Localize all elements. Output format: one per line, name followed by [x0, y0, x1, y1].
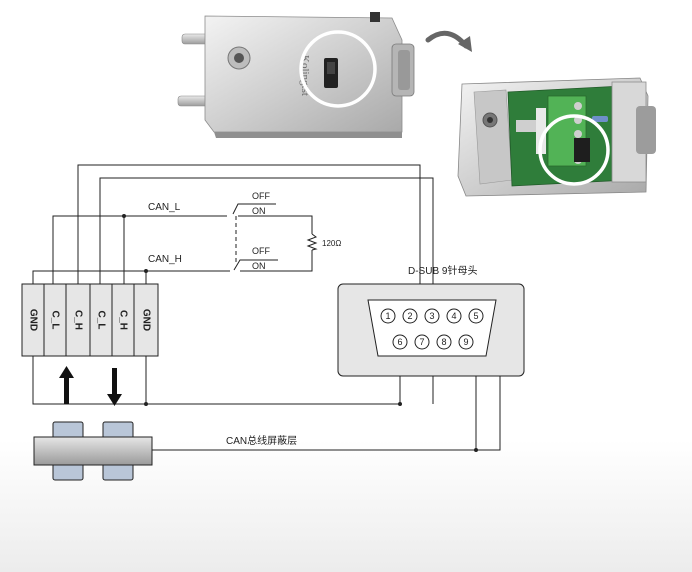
shield-clamp [33, 421, 153, 481]
switch-off-label-top: OFF [252, 191, 270, 201]
terminal-block: GND C_L C_H C_L C_H GND [21, 283, 159, 357]
switch-off-label-bottom: OFF [252, 246, 270, 256]
junction-dots [122, 214, 478, 452]
switch-highlight-circle [299, 30, 377, 108]
can-l-label: CAN_L [148, 202, 181, 213]
resistor-symbol [306, 233, 318, 251]
terminal-label-4: C_L [96, 311, 107, 330]
terminal-label-5: C_H [118, 310, 129, 330]
bus-in-arrow-icon [59, 366, 74, 404]
dsub-connector: D-SUB 9针母头 1 2 3 4 5 6 7 8 9 [337, 264, 525, 377]
dsub-pin-9: 9 [463, 337, 468, 347]
dsub-pin-4: 4 [451, 311, 456, 321]
terminal-label-3: C_H [73, 310, 84, 330]
terminal-label-2: C_L [50, 311, 61, 330]
dsub-pin-2: 2 [407, 311, 412, 321]
terminal-label-1: GND [28, 309, 39, 331]
pcb-switch-highlight-circle [538, 114, 610, 186]
switch-on-label-bottom: ON [252, 261, 266, 271]
connector-photo-closed: Kolingtst [177, 12, 415, 138]
curved-arrow-head-icon [458, 36, 472, 52]
dsub-title: D-SUB 9针母头 [408, 264, 477, 277]
dsub-pin-8: 8 [441, 337, 446, 347]
connector-photo-open [457, 77, 656, 197]
dsub-pin-7: 7 [419, 337, 424, 347]
can-h-label: CAN_H [148, 254, 182, 265]
dsub-pin-6: 6 [397, 337, 402, 347]
bus-out-arrow-icon [107, 368, 122, 406]
resistor-label: 120Ω [322, 239, 341, 248]
switch-on-label-top: ON [252, 206, 266, 216]
dsub-pin-3: 3 [429, 311, 434, 321]
dsub-pin-1: 1 [385, 311, 390, 321]
shield-label: CAN总线屏蔽层 [226, 434, 297, 447]
dsub-pin-5: 5 [473, 311, 478, 321]
terminal-label-6: GND [141, 309, 152, 331]
